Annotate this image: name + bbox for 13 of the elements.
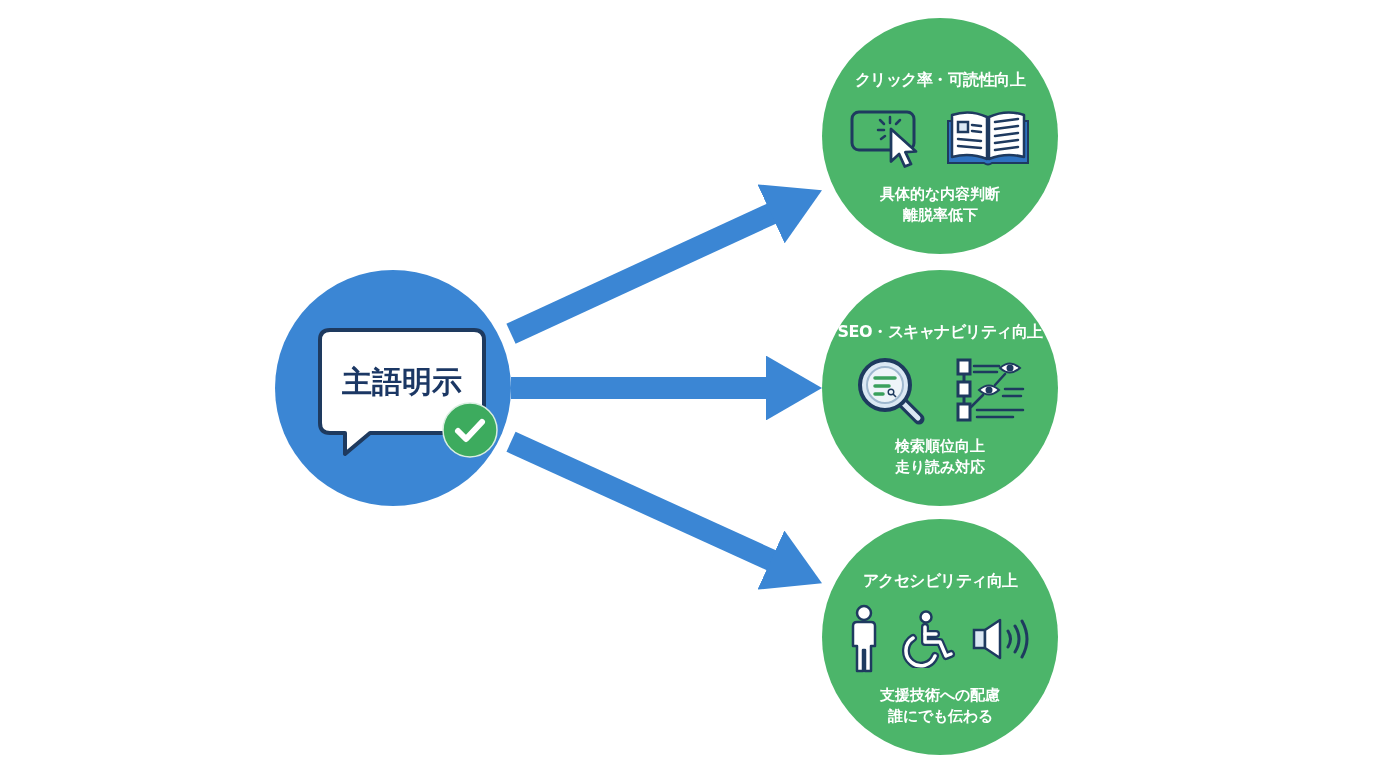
- arrow: [511, 355, 822, 421]
- benefit-text: 支援技術への配慮: [880, 685, 1000, 706]
- circle-title: アクセシビリティ向上: [862, 570, 1018, 592]
- benefit-text: 具体的な内容判断: [880, 184, 1000, 205]
- circle-title: クリック率・可読性向上: [854, 69, 1026, 91]
- benefit-text: 離脱率低下: [902, 205, 978, 226]
- arrow: [506, 431, 822, 590]
- benefit-text: 検索順位向上: [895, 436, 985, 457]
- circle-title: SEO・スキャナビリティ向上: [837, 321, 1043, 343]
- benefit-text: 走り読み対応: [895, 457, 985, 478]
- benefit-text: 誰にでも伝わる: [887, 706, 993, 727]
- bubble-label: 主語明示: [342, 363, 462, 400]
- arrow: [506, 184, 822, 344]
